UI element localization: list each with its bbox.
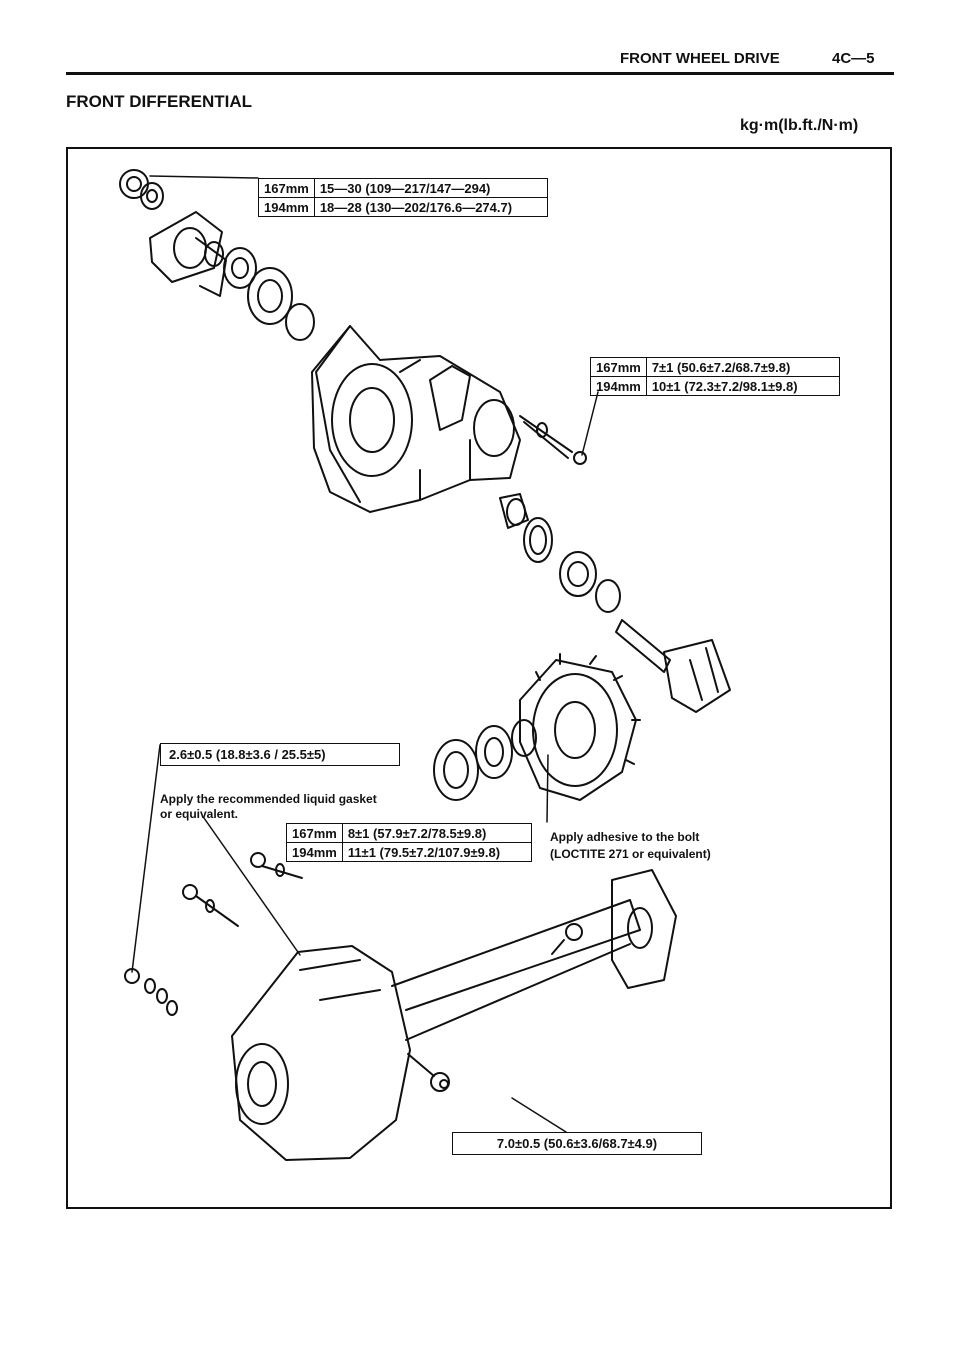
adhesive-note-line1: Apply adhesive to the bolt (550, 830, 700, 844)
units-label: kg·m(lb.ft./N·m) (740, 117, 859, 134)
diagram-frame (66, 147, 892, 1209)
axle-housing-icon (231, 869, 677, 1161)
pinion-bearing-icon (223, 247, 315, 341)
drain-plug-torque-box: 7.0±0.5 (50.6±3.6/68.7±4.9) (452, 1132, 702, 1155)
size-cell: 194mm (590, 376, 647, 396)
pinion-spacer-icon (499, 493, 621, 613)
housing-bolt-icon (519, 415, 587, 465)
size-cell: 167mm (286, 823, 343, 843)
ring-gear-case-icon (519, 653, 641, 801)
table-row: 167mm 8±1 (57.9±7.2/78.5±9.8) (286, 823, 532, 843)
flange-nut-torque-table: 167mm 15—30 (109—217/147—294) 194mm 18—2… (258, 178, 548, 217)
header-section-title: FRONT WHEEL DRIVE (620, 50, 780, 67)
ring-gear-bolt-torque-table: 167mm 8±1 (57.9±7.2/78.5±9.8) 194mm 11±1… (286, 823, 532, 862)
liquid-gasket-note-line1: Apply the recommended liquid gasket (160, 792, 377, 806)
spec-cell: 15—30 (109—217/147—294) (313, 178, 548, 198)
header-page-number: 4C—5 (832, 50, 875, 67)
size-cell: 167mm (590, 357, 647, 377)
leader-lines (131, 175, 599, 1133)
drive-pinion-icon (615, 619, 731, 713)
table-row: 194mm 10±1 (72.3±7.2/98.1±9.8) (590, 376, 840, 396)
page-title: FRONT DIFFERENTIAL (66, 92, 253, 111)
spec-cell: 7±1 (50.6±7.2/68.7±9.8) (645, 357, 840, 377)
table-row: 167mm 7±1 (50.6±7.2/68.7±9.8) (590, 357, 840, 377)
spec-cell: 11±1 (79.5±7.2/107.9±9.8) (341, 842, 532, 862)
header-rule (66, 72, 894, 75)
cover-bolt-torque-box: 2.6±0.5 (18.8±3.6 / 25.5±5) (160, 743, 400, 766)
size-cell: 194mm (286, 842, 343, 862)
spec-cell: 18—28 (130—202/176.6—274.7) (313, 197, 548, 217)
flange-nut-icon (119, 169, 164, 210)
differential-carrier-icon (311, 325, 521, 513)
spec-cell: 10±1 (72.3±7.2/98.1±9.8) (645, 376, 840, 396)
companion-flange-icon (149, 211, 227, 297)
drain-plug-icon (407, 923, 583, 1092)
spec-cell: 8±1 (57.9±7.2/78.5±9.8) (341, 823, 532, 843)
size-cell: 167mm (258, 178, 315, 198)
size-cell: 194mm (258, 197, 315, 217)
table-row: 194mm 11±1 (79.5±7.2/107.9±9.8) (286, 842, 532, 862)
table-row: 167mm 15—30 (109—217/147—294) (258, 178, 548, 198)
housing-bolt-torque-table: 167mm 7±1 (50.6±7.2/68.7±9.8) 194mm 10±1… (590, 357, 840, 396)
adhesive-note-line2: (LOCTITE 271 or equivalent) (550, 847, 711, 861)
side-bearing-icon (433, 719, 537, 801)
liquid-gasket-note-line2: or equivalent. (160, 807, 239, 821)
table-row: 194mm 18—28 (130—202/176.6—274.7) (258, 197, 548, 217)
cover-bolt-icon (124, 852, 303, 1016)
